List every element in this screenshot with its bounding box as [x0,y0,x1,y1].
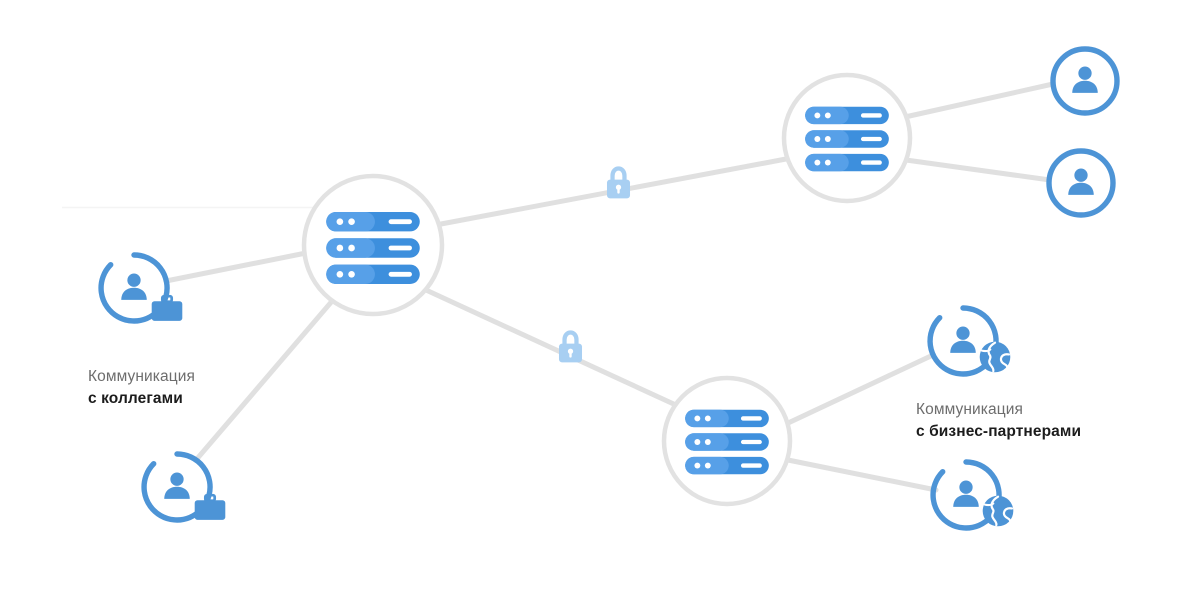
avatar-ring-open [141,451,213,523]
lock-icon [607,169,630,199]
server-node-top-right[interactable] [781,72,913,204]
link-colleague-bottom-to-center [193,297,336,463]
globe-icon [981,494,1015,528]
user-node-plain-second[interactable] [1046,148,1116,218]
avatar-ring-open [98,252,170,324]
link-center-to-bottom [423,287,681,409]
avatar-ring-open [930,459,1002,531]
user-node-partner-top[interactable] [927,305,1012,377]
link-colleague-left-to-center [163,250,309,284]
user-node-plain-top[interactable] [1050,46,1120,116]
server-icon [685,409,769,475]
lock-badge-upper [607,169,630,199]
person-icon [121,273,147,300]
link-top-right-to-user-second [903,157,1053,183]
link-bottom-to-partner-top [783,352,936,427]
label-partners-line1: Коммуникация [916,401,1023,418]
globe-icon [978,340,1012,374]
link-top-right-to-user-top [902,81,1056,120]
user-node-colleague-bottom[interactable] [141,451,227,523]
server-node-bottom[interactable] [661,375,793,507]
person-icon [953,480,979,507]
person-icon [164,472,190,499]
user-node-colleague-left[interactable] [98,252,184,324]
label-partners-line2: с бизнес-партнерами [916,423,1082,441]
label-colleagues-line1: Коммуникация [88,368,195,385]
link-bottom-to-partner-bottom [785,457,939,493]
label-colleagues-line2: с коллегами [88,390,183,408]
person-icon [950,326,976,353]
lock-icon [559,333,582,363]
lock-badge-lower [559,333,582,363]
server-icon [326,211,420,285]
server-node-center[interactable] [301,173,445,317]
server-icon [805,106,889,172]
avatar-ring-open [927,305,999,377]
link-layer [163,81,1056,493]
label-partners: Коммуникация с бизнес-партнерами [916,399,1081,444]
label-colleagues: Коммуникация с коллегами [88,366,195,411]
user-node-partner-bottom[interactable] [930,459,1015,531]
